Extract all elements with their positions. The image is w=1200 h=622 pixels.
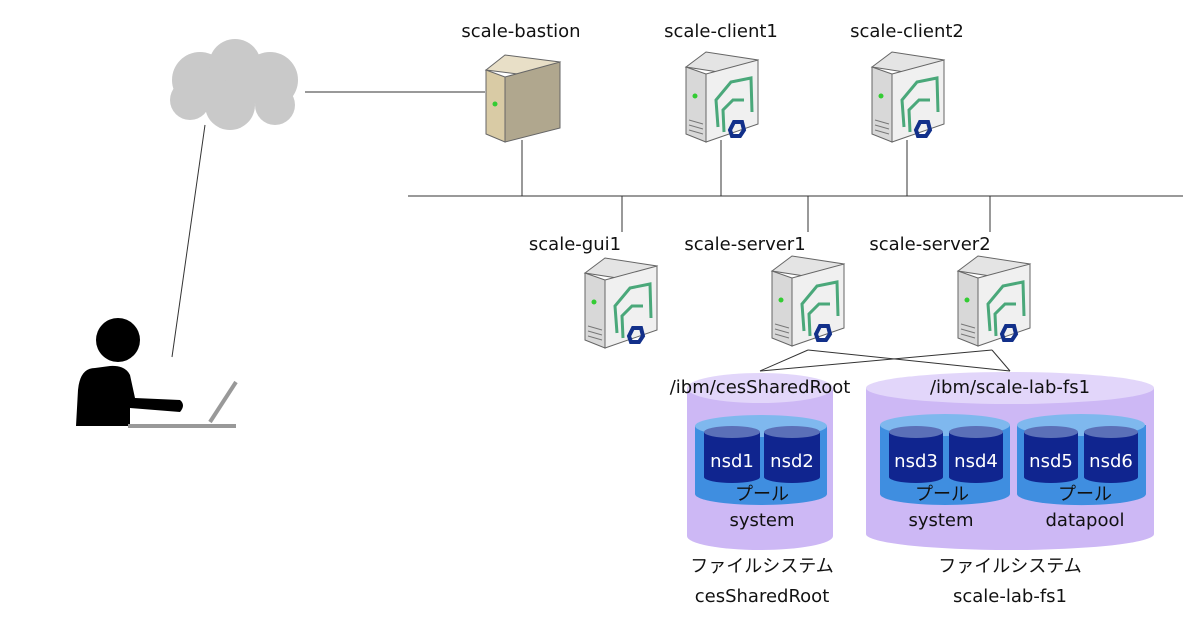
node-label: scale-server1: [684, 234, 805, 255]
filesystem-cesSharedRoot: /ibm/cesSharedRoot nsd1 nsd2 プール system …: [670, 373, 851, 607]
nsd-label: nsd2: [770, 451, 814, 472]
nsd-disk: nsd5: [1024, 426, 1078, 483]
server-icon: [484, 54, 562, 143]
node-scale-client2[interactable]: scale-client2: [850, 21, 964, 144]
nsd-label: nsd4: [954, 451, 998, 472]
nsd-label: nsd6: [1089, 451, 1133, 472]
pool-name: system: [729, 510, 794, 531]
node-scale-bastion[interactable]: scale-bastion: [461, 21, 581, 143]
node-label: scale-gui1: [529, 234, 621, 255]
pool-name: system: [908, 510, 973, 531]
node-scale-client1[interactable]: scale-client1: [664, 21, 778, 144]
fs-caption: ファイルシステム: [938, 556, 1081, 577]
filesystem-scale-lab-fs1: /ibm/scale-lab-fs1 nsd3 nsd4 プール system: [866, 372, 1154, 607]
node-scale-server1[interactable]: scale-server1: [684, 234, 846, 348]
user-laptop-icon: [76, 318, 238, 428]
node-label: scale-bastion: [461, 21, 580, 42]
server-icon: [956, 254, 1032, 348]
node-label: scale-client1: [664, 21, 778, 42]
nsd-label: nsd1: [710, 451, 754, 472]
nsd-label: nsd3: [894, 451, 938, 472]
pool-datapool: nsd5 nsd6 プール: [1017, 414, 1146, 506]
nsd-disk: nsd4: [949, 426, 1003, 483]
pool-system: nsd1 nsd2 プール: [695, 415, 827, 505]
pool-kind: プール: [735, 484, 789, 505]
server-icon: [770, 254, 846, 348]
pool-kind: プール: [1058, 484, 1112, 505]
fs-mount: /ibm/cesSharedRoot: [670, 377, 851, 398]
pool-name: datapool: [1046, 510, 1125, 531]
nsd-disk: nsd3: [889, 426, 943, 483]
pool-system: nsd3 nsd4 プール: [880, 414, 1010, 505]
node-scale-server2[interactable]: scale-server2: [869, 234, 1032, 348]
server-icon: [583, 256, 659, 350]
server-icon: [684, 50, 760, 144]
cloud-icon: [170, 39, 298, 130]
fs-name: scale-lab-fs1: [953, 586, 1067, 607]
nsd-disk: nsd6: [1084, 426, 1138, 483]
node-label: scale-server2: [869, 234, 990, 255]
fs-caption: ファイルシステム: [690, 556, 833, 577]
nsd-label: nsd5: [1029, 451, 1073, 472]
nsd-disk: nsd2: [764, 426, 820, 483]
fs-name: cesSharedRoot: [695, 586, 830, 607]
nsd-disk: nsd1: [704, 426, 760, 483]
node-label: scale-client2: [850, 21, 964, 42]
link-cloud-user: [171, 124, 206, 358]
node-scale-gui1[interactable]: scale-gui1: [529, 234, 659, 350]
server-icon: [870, 50, 946, 144]
pool-kind: プール: [915, 484, 969, 505]
fs-mount: /ibm/scale-lab-fs1: [930, 377, 1090, 398]
